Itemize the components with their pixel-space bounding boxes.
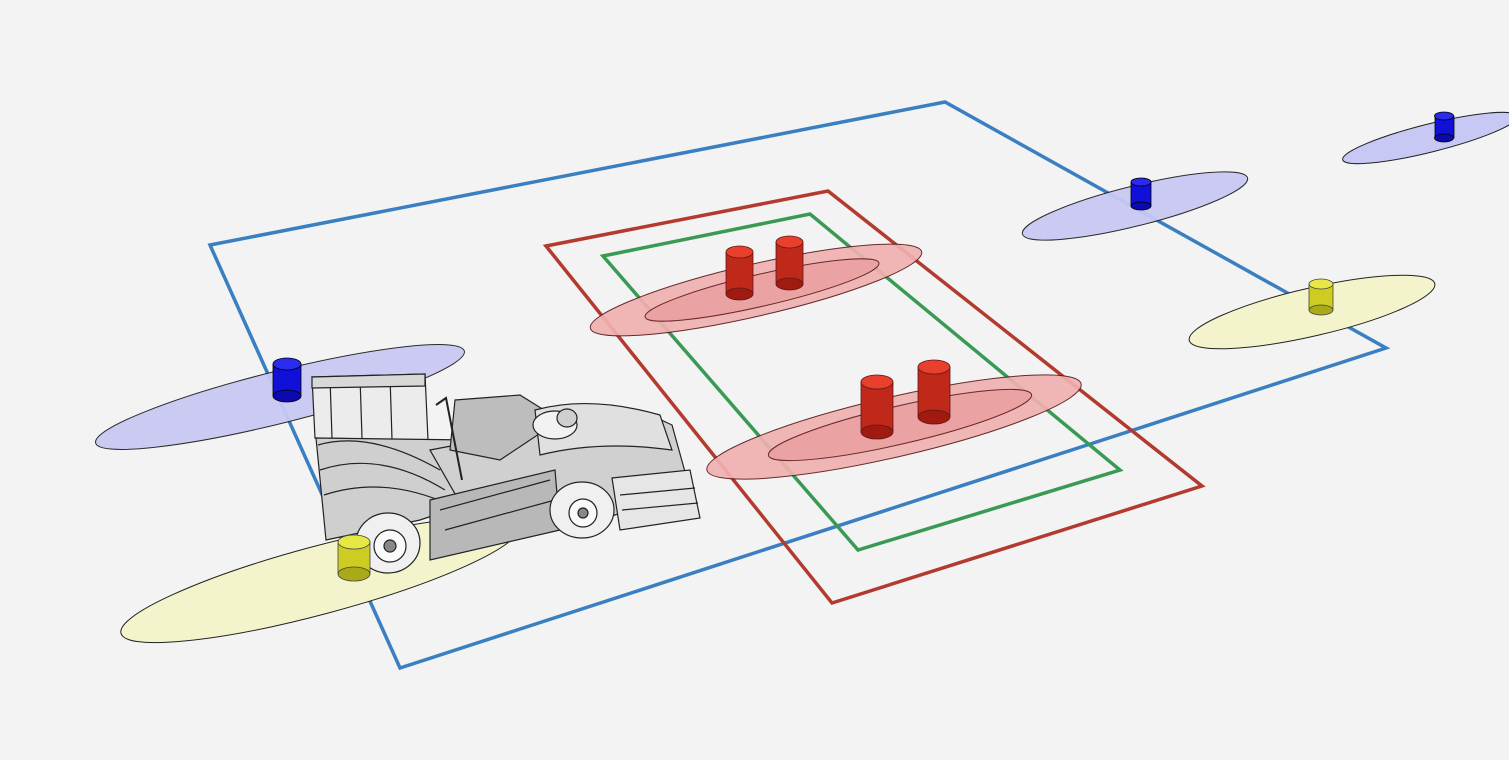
race-car-icon <box>311 373 701 574</box>
orange-cone-pair-1 <box>589 235 923 337</box>
blue-cone-upper-right-1 <box>1021 171 1249 241</box>
middle-boundary-rectangle <box>542 189 1206 606</box>
yellow-cone-upper-right <box>1188 274 1436 350</box>
orange-cone-pair-2 <box>706 359 1082 480</box>
blue-cone-upper-right-2 <box>1342 111 1509 165</box>
blue-cone-left <box>95 344 465 450</box>
yellow-cone-left <box>337 534 371 582</box>
